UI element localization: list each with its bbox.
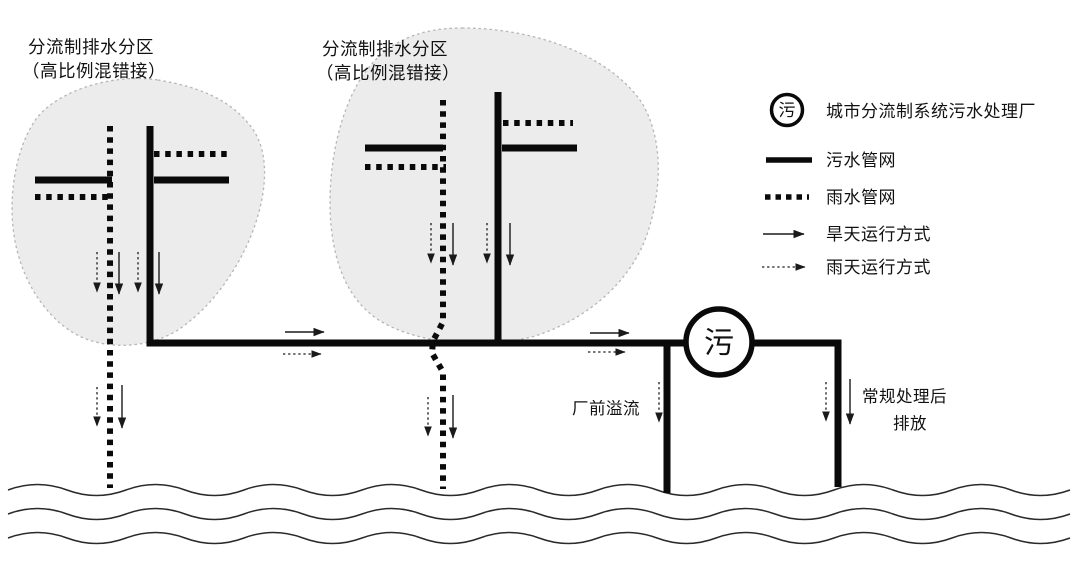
catchment-mid-label-line2: （高比例混错接） — [316, 64, 460, 84]
catchment-left-area — [11, 77, 266, 346]
legend-item-rainwater: 雨水管网 — [765, 188, 896, 208]
wave-line — [7, 531, 1071, 545]
discharge-label-line1: 常规处理后 — [862, 387, 947, 406]
legend: 污 城市分流制系统污水处理厂 污水管网 雨水管网 旱天运行方式 雨天运行方式 — [762, 92, 1036, 278]
discharge-label-line2: 排放 — [893, 414, 927, 433]
zone-labels: 分流制排水分区 （高比例混错接） 分流制排水分区 （高比例混错接） 厂前溢流 常… — [22, 38, 947, 433]
rain-pipe-mid-main — [428, 100, 446, 489]
legend-item-sewage: 污水管网 — [766, 151, 896, 171]
legend-item-label: 旱天运行方式 — [826, 225, 931, 245]
legend-item-wet-weather: 雨天运行方式 — [762, 258, 931, 278]
catchment-left-label-line2: （高比例混错接） — [22, 62, 166, 82]
sewage-network — [35, 92, 842, 493]
sewage-trunk-main — [146, 126, 684, 347]
rainwater-network — [35, 100, 573, 489]
legend-plant-symbol: 污 — [779, 101, 796, 121]
wet-weather-arrows — [93, 223, 830, 437]
catchment-mid-area — [329, 27, 659, 345]
treatment-plant-node: 污 — [683, 306, 755, 378]
treatment-plant-symbol: 污 — [704, 326, 734, 361]
receiving-water-waves — [7, 483, 1071, 545]
wave-line — [7, 507, 1071, 521]
legend-item-plant: 污 城市分流制系统污水处理厂 — [769, 92, 1036, 128]
wave-line — [7, 483, 1071, 497]
legend-item-label: 污水管网 — [826, 151, 896, 171]
legend-item-dry-weather: 旱天运行方式 — [763, 225, 931, 245]
plant-circle-icon — [769, 92, 805, 128]
dry-weather-arrows — [114, 223, 855, 439]
overflow-label: 厂前溢流 — [572, 399, 640, 418]
treatment-plant-circle — [683, 306, 755, 378]
legend-item-label: 雨天运行方式 — [826, 258, 931, 278]
sewage-pipe-plant-outlet — [753, 339, 842, 487]
legend-item-label: 城市分流制系统污水处理厂 — [826, 102, 1036, 122]
catchment-left-label-line1: 分流制排水分区 — [28, 38, 154, 58]
catchment-mid-label-line1: 分流制排水分区 — [322, 40, 448, 60]
legend-item-label: 雨水管网 — [826, 188, 896, 208]
catchment-areas — [11, 27, 659, 346]
